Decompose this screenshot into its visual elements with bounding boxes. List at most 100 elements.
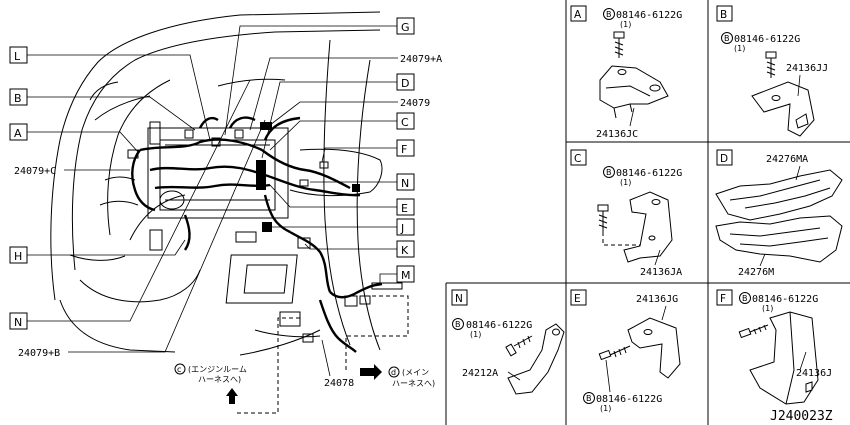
duct-24276m-drawing	[715, 215, 843, 263]
panel-A-id: A	[574, 9, 582, 21]
callout-D: D	[261, 73, 415, 159]
bracket-24136j-drawing	[749, 311, 819, 405]
note-c-text-2: ハーネスへ)	[198, 375, 241, 384]
panel-F-bolt-marker: B	[742, 294, 748, 303]
panel-F-bolt-qty: (1)	[762, 304, 773, 313]
panel-B-id: B	[720, 9, 727, 21]
bolt-icon	[765, 51, 777, 78]
callout-C-label: C	[401, 116, 409, 129]
callout-M-label: M	[401, 269, 411, 282]
detail-panel-C: C B 08146-6122G (1) 24136JA	[570, 149, 682, 278]
callout-H-label: H	[14, 250, 22, 263]
panel-D-part-bottom: 24276M	[738, 267, 774, 278]
callout-A: A	[9, 123, 139, 153]
note-d-marker: d	[391, 368, 396, 377]
panel-C-bolt-part: 08146-6122G	[616, 168, 682, 179]
panel-E-bolt-part: 08146-6122G	[596, 394, 662, 405]
callout-E-label: E	[401, 202, 408, 215]
panel-C-bolt-qty: (1)	[620, 178, 631, 187]
callout-E: E	[269, 184, 415, 216]
arrow-up-icon	[226, 388, 238, 404]
callout-K-label: K	[401, 244, 409, 257]
callout-L-label: L	[14, 50, 21, 63]
callout-B-label: B	[14, 92, 22, 105]
bolt-marker-icon	[603, 8, 615, 20]
panel-C-part: 24136JA	[640, 267, 682, 278]
callout-J-label: J	[400, 222, 404, 235]
panel-N-bolt-qty: (1)	[470, 330, 481, 339]
note-d-text-1: (メイン	[402, 368, 429, 377]
note-c-text-1: (エンジンルーム	[188, 365, 247, 374]
panel-B-bolt-qty: (1)	[734, 44, 745, 53]
bracket-24136ja-drawing	[623, 191, 673, 263]
detail-panel-F: F B 08146-6122G (1) 24136J	[716, 289, 832, 405]
panel-N-bolt-marker: B	[455, 320, 461, 329]
note-c-marker: c	[177, 365, 181, 374]
callouts-left: L B A H N 24079+C 24079+B	[9, 46, 266, 359]
callout-N-right-label: N	[401, 177, 409, 190]
callout-N-left: N	[9, 79, 251, 330]
panel-D-part-top: 24276MA	[766, 154, 808, 165]
panel-N-bolt-part: 08146-6122G	[466, 320, 532, 331]
bracket-24136jg-drawing	[627, 317, 681, 379]
panel-E-bolt-marker: B	[586, 394, 592, 403]
bracket-24136jj-drawing	[751, 81, 815, 137]
callout-J: J	[272, 218, 415, 236]
clip-24212a-drawing	[507, 323, 565, 395]
arrow-right-icon	[360, 364, 382, 380]
note-d-text-2: ハーネスへ)	[392, 379, 435, 388]
panel-E-part: 24136JG	[636, 294, 678, 305]
panel-D-id: D	[720, 153, 728, 165]
callout-N-left-label: N	[14, 316, 22, 329]
detail-panel-A: A B 08146-6122G (1) 24136JC	[570, 5, 682, 140]
panel-A-bolt-part: 08146-6122G	[616, 10, 682, 21]
callout-H: H	[9, 239, 186, 264]
callout-N-right: N	[310, 173, 415, 191]
panel-E-bolt-qty: (1)	[600, 404, 611, 413]
panel-F-bolt-part: 08146-6122G	[752, 294, 818, 305]
panel-A-part: 24136JC	[596, 129, 638, 140]
detail-panel-grid	[445, 0, 850, 425]
panel-N-part: 24212A	[462, 368, 498, 379]
callout-C: C	[269, 112, 415, 151]
panel-F-part: 24136J	[796, 368, 832, 379]
bolt-marker-icon	[739, 292, 751, 304]
bolt-icon	[613, 31, 625, 58]
callout-L: L	[9, 46, 211, 141]
panel-B-part: 24136JJ	[786, 63, 828, 74]
part-label-24079: 24079	[400, 98, 430, 109]
bolt-icon	[505, 335, 533, 357]
bolt-marker-icon	[452, 318, 464, 330]
callout-G: G	[224, 17, 415, 136]
drawing-id: J240023Z	[770, 409, 833, 424]
panel-B-bolt-marker: B	[724, 34, 730, 43]
part-label-24079b: 24079+B	[18, 348, 60, 359]
panel-F-id: F	[720, 293, 726, 305]
bolt-marker-icon	[721, 32, 733, 44]
bolt-marker-icon	[603, 166, 615, 178]
callouts-right: G 24079+A D 24079 C F N E	[224, 17, 442, 284]
callout-F-label: F	[401, 143, 407, 156]
connection-notes: 24078 c (エンジンルーム ハーネスへ) d (メイン ハーネスへ)	[174, 295, 435, 414]
part-label-24079c: 24079+C	[14, 166, 56, 177]
bolt-icon	[738, 324, 769, 339]
detail-panel-E: E 24136JG B 08146-6122G (1)	[570, 289, 681, 413]
callout-D-label: D	[401, 77, 409, 90]
panel-A-bolt-marker: B	[606, 10, 612, 19]
part-label-24079a: 24079+A	[400, 54, 442, 65]
callout-G-label: G	[401, 21, 410, 34]
callout-A-label: A	[14, 127, 22, 140]
panel-A-bolt-qty: (1)	[620, 20, 631, 29]
bracket-24136jc-drawing	[599, 65, 669, 119]
panel-N-id: N	[455, 293, 463, 305]
detail-panel-B: B B 08146-6122G (1) 24136JJ	[716, 5, 828, 137]
panel-B-bolt-part: 08146-6122G	[734, 34, 800, 45]
bolt-marker-icon	[583, 392, 595, 404]
duct-24276ma-drawing	[715, 169, 843, 221]
panel-C-id: C	[574, 153, 581, 165]
callout-F: F	[321, 139, 415, 163]
panel-E-id: E	[574, 293, 581, 305]
callout-K: K	[304, 240, 415, 258]
